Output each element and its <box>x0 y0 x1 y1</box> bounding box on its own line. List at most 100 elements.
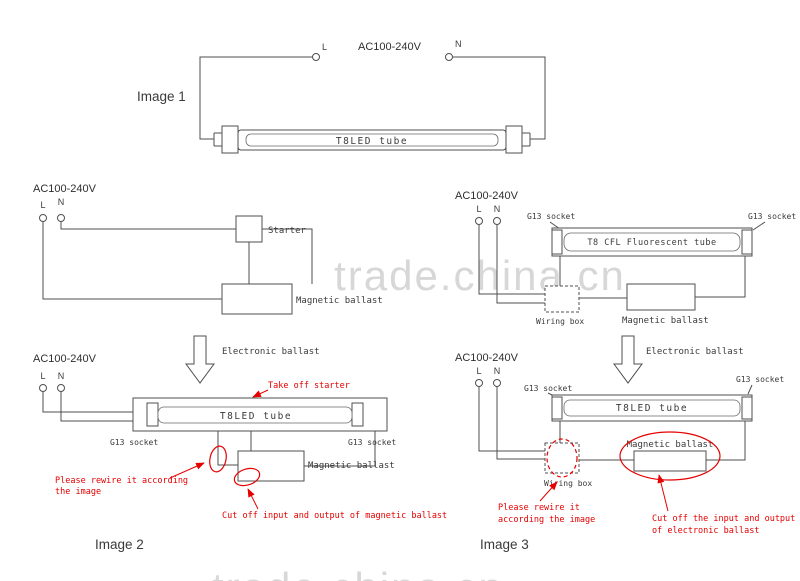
image3-wiring-box-bottom-label: Wiring box <box>544 479 592 488</box>
tube-body <box>563 399 741 417</box>
image3-g13-top-right-label: G13 socket <box>748 212 796 221</box>
image3-bottom-terminal-n-circle <box>493 379 501 387</box>
image2-top-terminal-l-label: L <box>40 200 45 210</box>
image3-cfl-tube: T8 CFL Fluorescent tube <box>551 227 753 257</box>
image3-rewire-note-line1: Please rewire it <box>498 503 580 513</box>
image2-cutoff-highlight-ellipse <box>233 467 261 487</box>
image3-cutoff-highlight-ellipse <box>619 431 721 481</box>
image1-terminal-l-label: L <box>322 42 327 52</box>
image3-magnetic-ballast-bottom-box <box>633 450 707 472</box>
image3-wiring-box-bottom <box>544 442 580 474</box>
image3-magnetic-ballast-top-box <box>626 283 696 311</box>
tube-cap-left <box>551 229 563 255</box>
image2-starter-box <box>235 215 263 243</box>
image2-top-terminal-l-circle <box>39 214 47 222</box>
image2-magnetic-ballast-bottom-label: Magnetic ballast <box>308 461 395 471</box>
image1-wiring <box>199 56 546 147</box>
image2-t8led-tube: T8LED tube <box>132 397 388 432</box>
image3-bottom-wiring <box>478 386 746 461</box>
tube-cap-right <box>351 402 364 427</box>
image2-rewire-note-line1: Please rewire it according <box>55 476 188 486</box>
image2-power-top-label: AC100-240V <box>33 183 97 195</box>
image2-magnetic-ballast-top-label: Magnetic ballast <box>296 296 383 306</box>
image3-power-bottom-label: AC100-240V <box>455 352 519 364</box>
tube-cap-left <box>551 396 563 420</box>
image2-starter-label: Starter <box>268 226 307 236</box>
image3-wiring-box-top-label: Wiring box <box>536 317 584 326</box>
image3-cutoff-note-line2: of electronic ballast <box>652 526 759 536</box>
image3-bottom-terminal-n-label: N <box>494 366 501 376</box>
image2-bottom-terminal-l-circle <box>39 384 47 392</box>
image3-caption: Image 3 <box>480 537 529 552</box>
image3-wiring-box-top <box>544 285 580 313</box>
image3-magnetic-ballast-top-label: Magnetic ballast <box>622 316 709 326</box>
image1-terminal-n-circle <box>445 53 453 61</box>
image3-g13-top-left-label: G13 socket <box>527 212 575 221</box>
image3-diagram: AC100-240V L N G13 socket G13 socket T8 … <box>455 190 796 552</box>
image2-top-wiring <box>42 221 313 300</box>
image2-bottom-terminal-n-circle <box>57 384 65 392</box>
image3-top-terminal-l-circle <box>475 217 483 225</box>
image3-tube-bottom-label: T8LED tube <box>616 403 688 414</box>
image3-rewire-highlight-ellipse <box>546 438 578 478</box>
image2-bottom-terminal-l-label: L <box>40 371 45 381</box>
image2-rewire-arrow <box>169 462 205 479</box>
image2-bottom-terminal-n-label: N <box>58 371 65 381</box>
image2-power-bottom-label: AC100-240V <box>33 353 97 365</box>
image3-top-terminal-l-label: L <box>476 204 481 214</box>
tube-cap-right <box>741 229 753 255</box>
image1-caption: Image 1 <box>137 89 186 104</box>
image3-top-wiring <box>478 224 746 304</box>
image1-t8led-tube: T8LED tube <box>221 125 523 154</box>
image3-conversion-arrow <box>613 335 643 384</box>
image3-rewire-arrow <box>539 481 558 502</box>
image2-arrow-label: Electronic ballast <box>222 347 320 357</box>
tube-cap-left <box>221 125 239 154</box>
image1-diagram: Image 1 L AC100-240V N T8LED tube <box>137 39 546 154</box>
image3-bottom-terminal-l-circle <box>475 379 483 387</box>
image3-t8led-tube: T8LED tube <box>551 394 753 422</box>
image2-diagram: AC100-240V L N Starter Magnetic ballast … <box>33 183 447 552</box>
image2-conversion-arrow <box>185 335 215 384</box>
image3-top-terminal-n-circle <box>493 217 501 225</box>
image3-magnetic-ballast-bottom-label: Magnetic ballast <box>627 440 714 450</box>
image2-cutoff-arrow <box>247 488 259 510</box>
watermark-text: trade.china.cn <box>334 252 626 299</box>
image3-top-terminal-n-label: N <box>494 204 501 214</box>
image3-g13-bottom-left-label: G13 socket <box>524 384 572 393</box>
image2-caption: Image 2 <box>95 537 144 552</box>
tube-cap-right <box>505 125 523 154</box>
image3-bottom-terminal-l-label: L <box>476 366 481 376</box>
image2-rewire-note-line2: the image <box>55 487 101 497</box>
image2-top-terminal-n-label: N <box>58 197 65 207</box>
image1-terminal-n-label: N <box>455 39 462 49</box>
image3-tube-top-label: T8 CFL Fluorescent tube <box>587 238 716 248</box>
image2-take-off-starter-label: Take off starter <box>268 381 350 391</box>
image2-take-off-arrow <box>252 389 269 398</box>
image2-g13-right-label: G13 socket <box>348 438 396 447</box>
image2-tube-label: T8LED tube <box>220 411 292 422</box>
image3-arrow-label: Electronic ballast <box>646 347 744 357</box>
image2-top-terminal-n-circle <box>57 214 65 222</box>
tube-cap-left <box>146 402 159 427</box>
image2-g13-left-label: G13 socket <box>110 438 158 447</box>
image2-magnetic-ballast-bottom-box <box>237 450 305 482</box>
image2-rewire-highlight-ellipse <box>209 445 227 473</box>
image3-rewire-note-line2: according the image <box>498 515 595 525</box>
watermark-text-bottom: trade.china.cn <box>212 564 504 581</box>
image1-tube-label: T8LED tube <box>336 136 408 147</box>
tube-body <box>157 406 353 424</box>
image3-g13-bottom-right-label: G13 socket <box>736 375 784 384</box>
image3-cutoff-note-line1: Cut off the input and output <box>652 514 795 524</box>
image2-magnetic-ballast-top-box <box>221 283 293 315</box>
image1-power-label: AC100-240V <box>358 41 422 53</box>
image2-cutoff-note: Cut off input and output of magnetic bal… <box>222 511 447 521</box>
image2-bottom-wiring <box>42 391 376 467</box>
tube-inner-detail <box>245 133 499 147</box>
image3-power-top-label: AC100-240V <box>455 190 519 202</box>
tube-cap-right <box>741 396 753 420</box>
image3-cutoff-arrow <box>657 474 669 512</box>
image1-terminal-l-circle <box>312 53 320 61</box>
